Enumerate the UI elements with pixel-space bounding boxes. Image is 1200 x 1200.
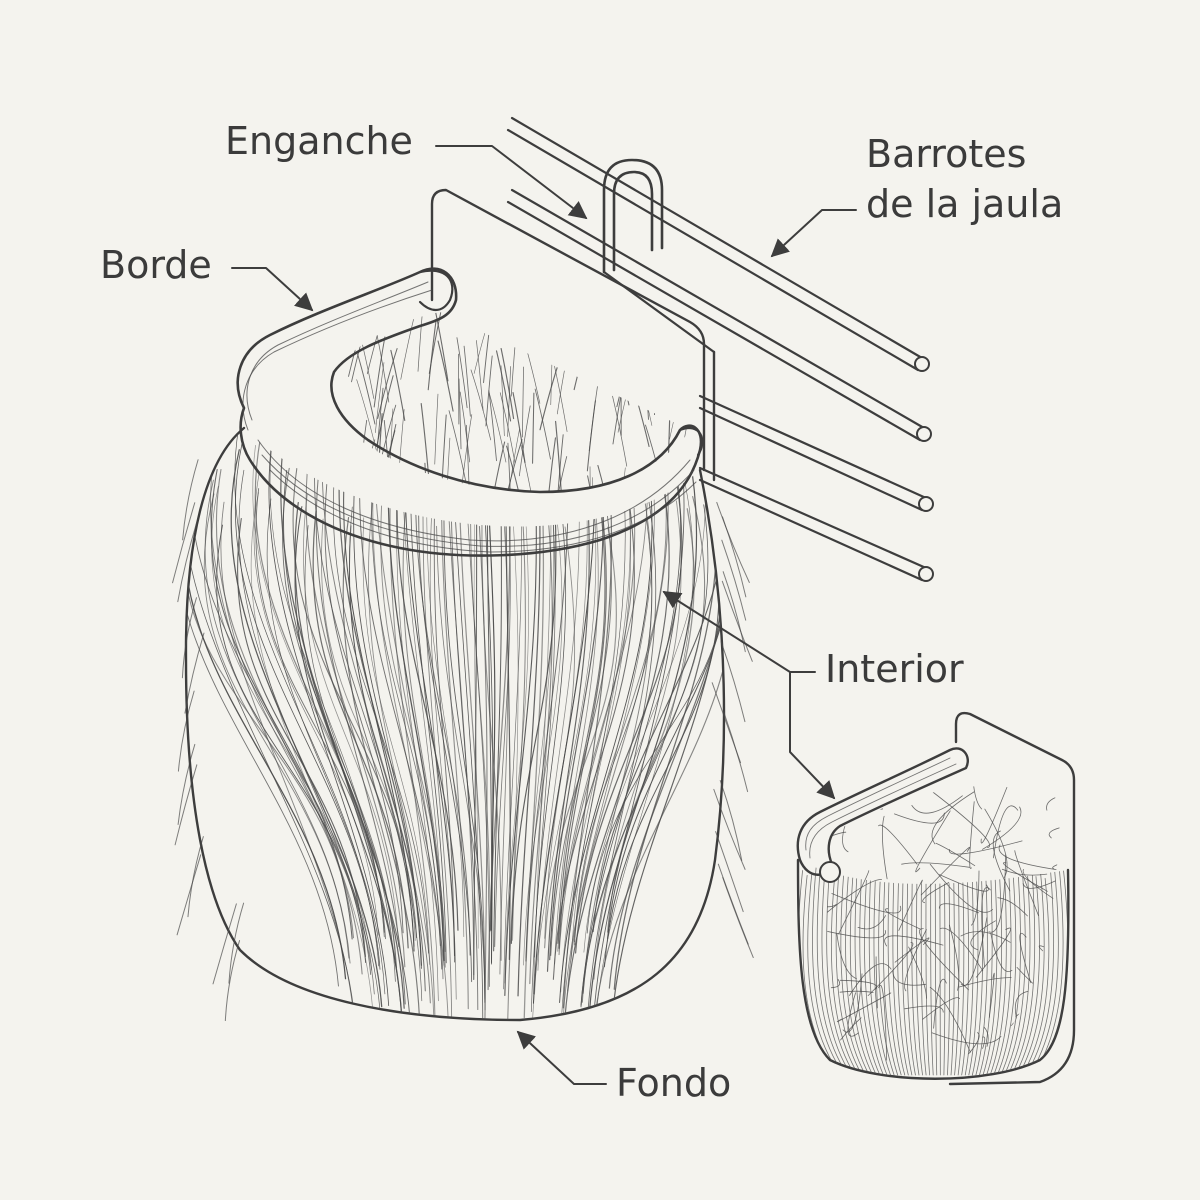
label-enganche: Enganche xyxy=(225,119,413,163)
interior-fibers xyxy=(329,312,690,492)
cage-bars xyxy=(506,116,934,582)
cage-bar xyxy=(506,188,932,442)
leader-lines xyxy=(231,145,857,1085)
back-panel xyxy=(430,188,716,482)
leader-enganche xyxy=(435,145,588,220)
small-back-panel xyxy=(948,711,1076,1086)
leader-borde xyxy=(231,267,314,312)
label-barrotes-line2: de la jaula xyxy=(866,182,1064,226)
label-fondo: Fondo xyxy=(616,1061,732,1105)
nest-fibers xyxy=(185,428,725,1020)
label-borde: Borde xyxy=(100,243,212,287)
stray-fibers xyxy=(172,459,754,1022)
leader-interior-lower xyxy=(789,671,836,800)
nest-body-outline xyxy=(184,426,726,1022)
leader-barrotes xyxy=(770,209,857,258)
cage-bar xyxy=(506,116,930,372)
large-nest xyxy=(172,267,754,1022)
cage-bar xyxy=(698,394,934,512)
small-nest xyxy=(796,711,1076,1086)
label-interior: Interior xyxy=(825,647,964,691)
leader-fondo xyxy=(516,1030,607,1085)
hook xyxy=(602,158,716,354)
nest-rim xyxy=(236,267,704,557)
cage-bar xyxy=(698,466,934,582)
small-rim xyxy=(796,747,969,876)
label-barrotes-line1: Barrotes xyxy=(866,132,1027,176)
